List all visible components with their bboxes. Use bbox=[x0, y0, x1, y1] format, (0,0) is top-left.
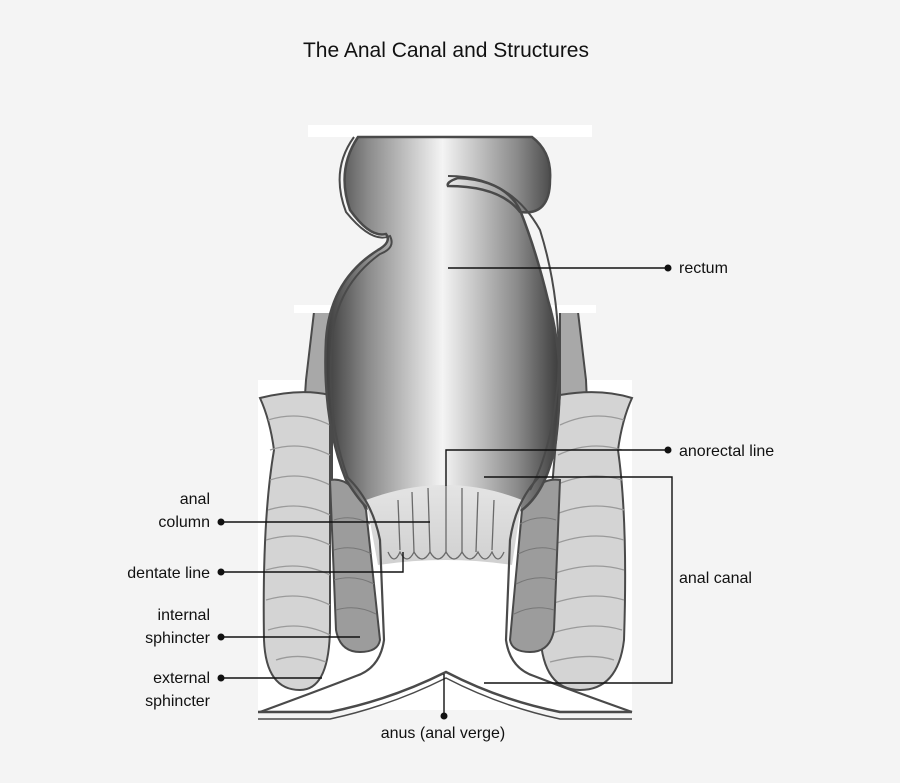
label-anal-column-line1: anal bbox=[180, 491, 210, 508]
anal-lining-left bbox=[259, 475, 386, 714]
label-anorectal-line: anorectal line bbox=[679, 443, 774, 460]
leader-dots bbox=[217, 264, 672, 720]
rectum bbox=[324, 135, 561, 512]
anal-lining-right bbox=[504, 475, 633, 714]
dentate-line bbox=[387, 550, 505, 560]
label-external-sphincter-line1: external bbox=[153, 670, 210, 687]
label-internal-sphincter-line1: internal bbox=[158, 607, 210, 624]
label-anal-column-line2: column bbox=[158, 514, 210, 531]
label-anal-canal: anal canal bbox=[679, 570, 752, 587]
label-dentate-line: dentate line bbox=[127, 565, 210, 582]
label-internal-sphincter-line2: sphincter bbox=[145, 630, 211, 647]
leader-lines bbox=[221, 267, 673, 716]
perineal-skin bbox=[258, 670, 632, 714]
anal-canal-band bbox=[366, 485, 522, 565]
rectum-wall-left bbox=[329, 136, 393, 479]
diagram-title: The Anal Canal and Structures bbox=[303, 39, 589, 62]
label-rectum: rectum bbox=[679, 260, 728, 277]
label-external-sphincter-line2: sphincter bbox=[145, 693, 211, 710]
rectum-wall-right bbox=[447, 175, 560, 491]
label-anus: anus (anal verge) bbox=[381, 725, 506, 742]
